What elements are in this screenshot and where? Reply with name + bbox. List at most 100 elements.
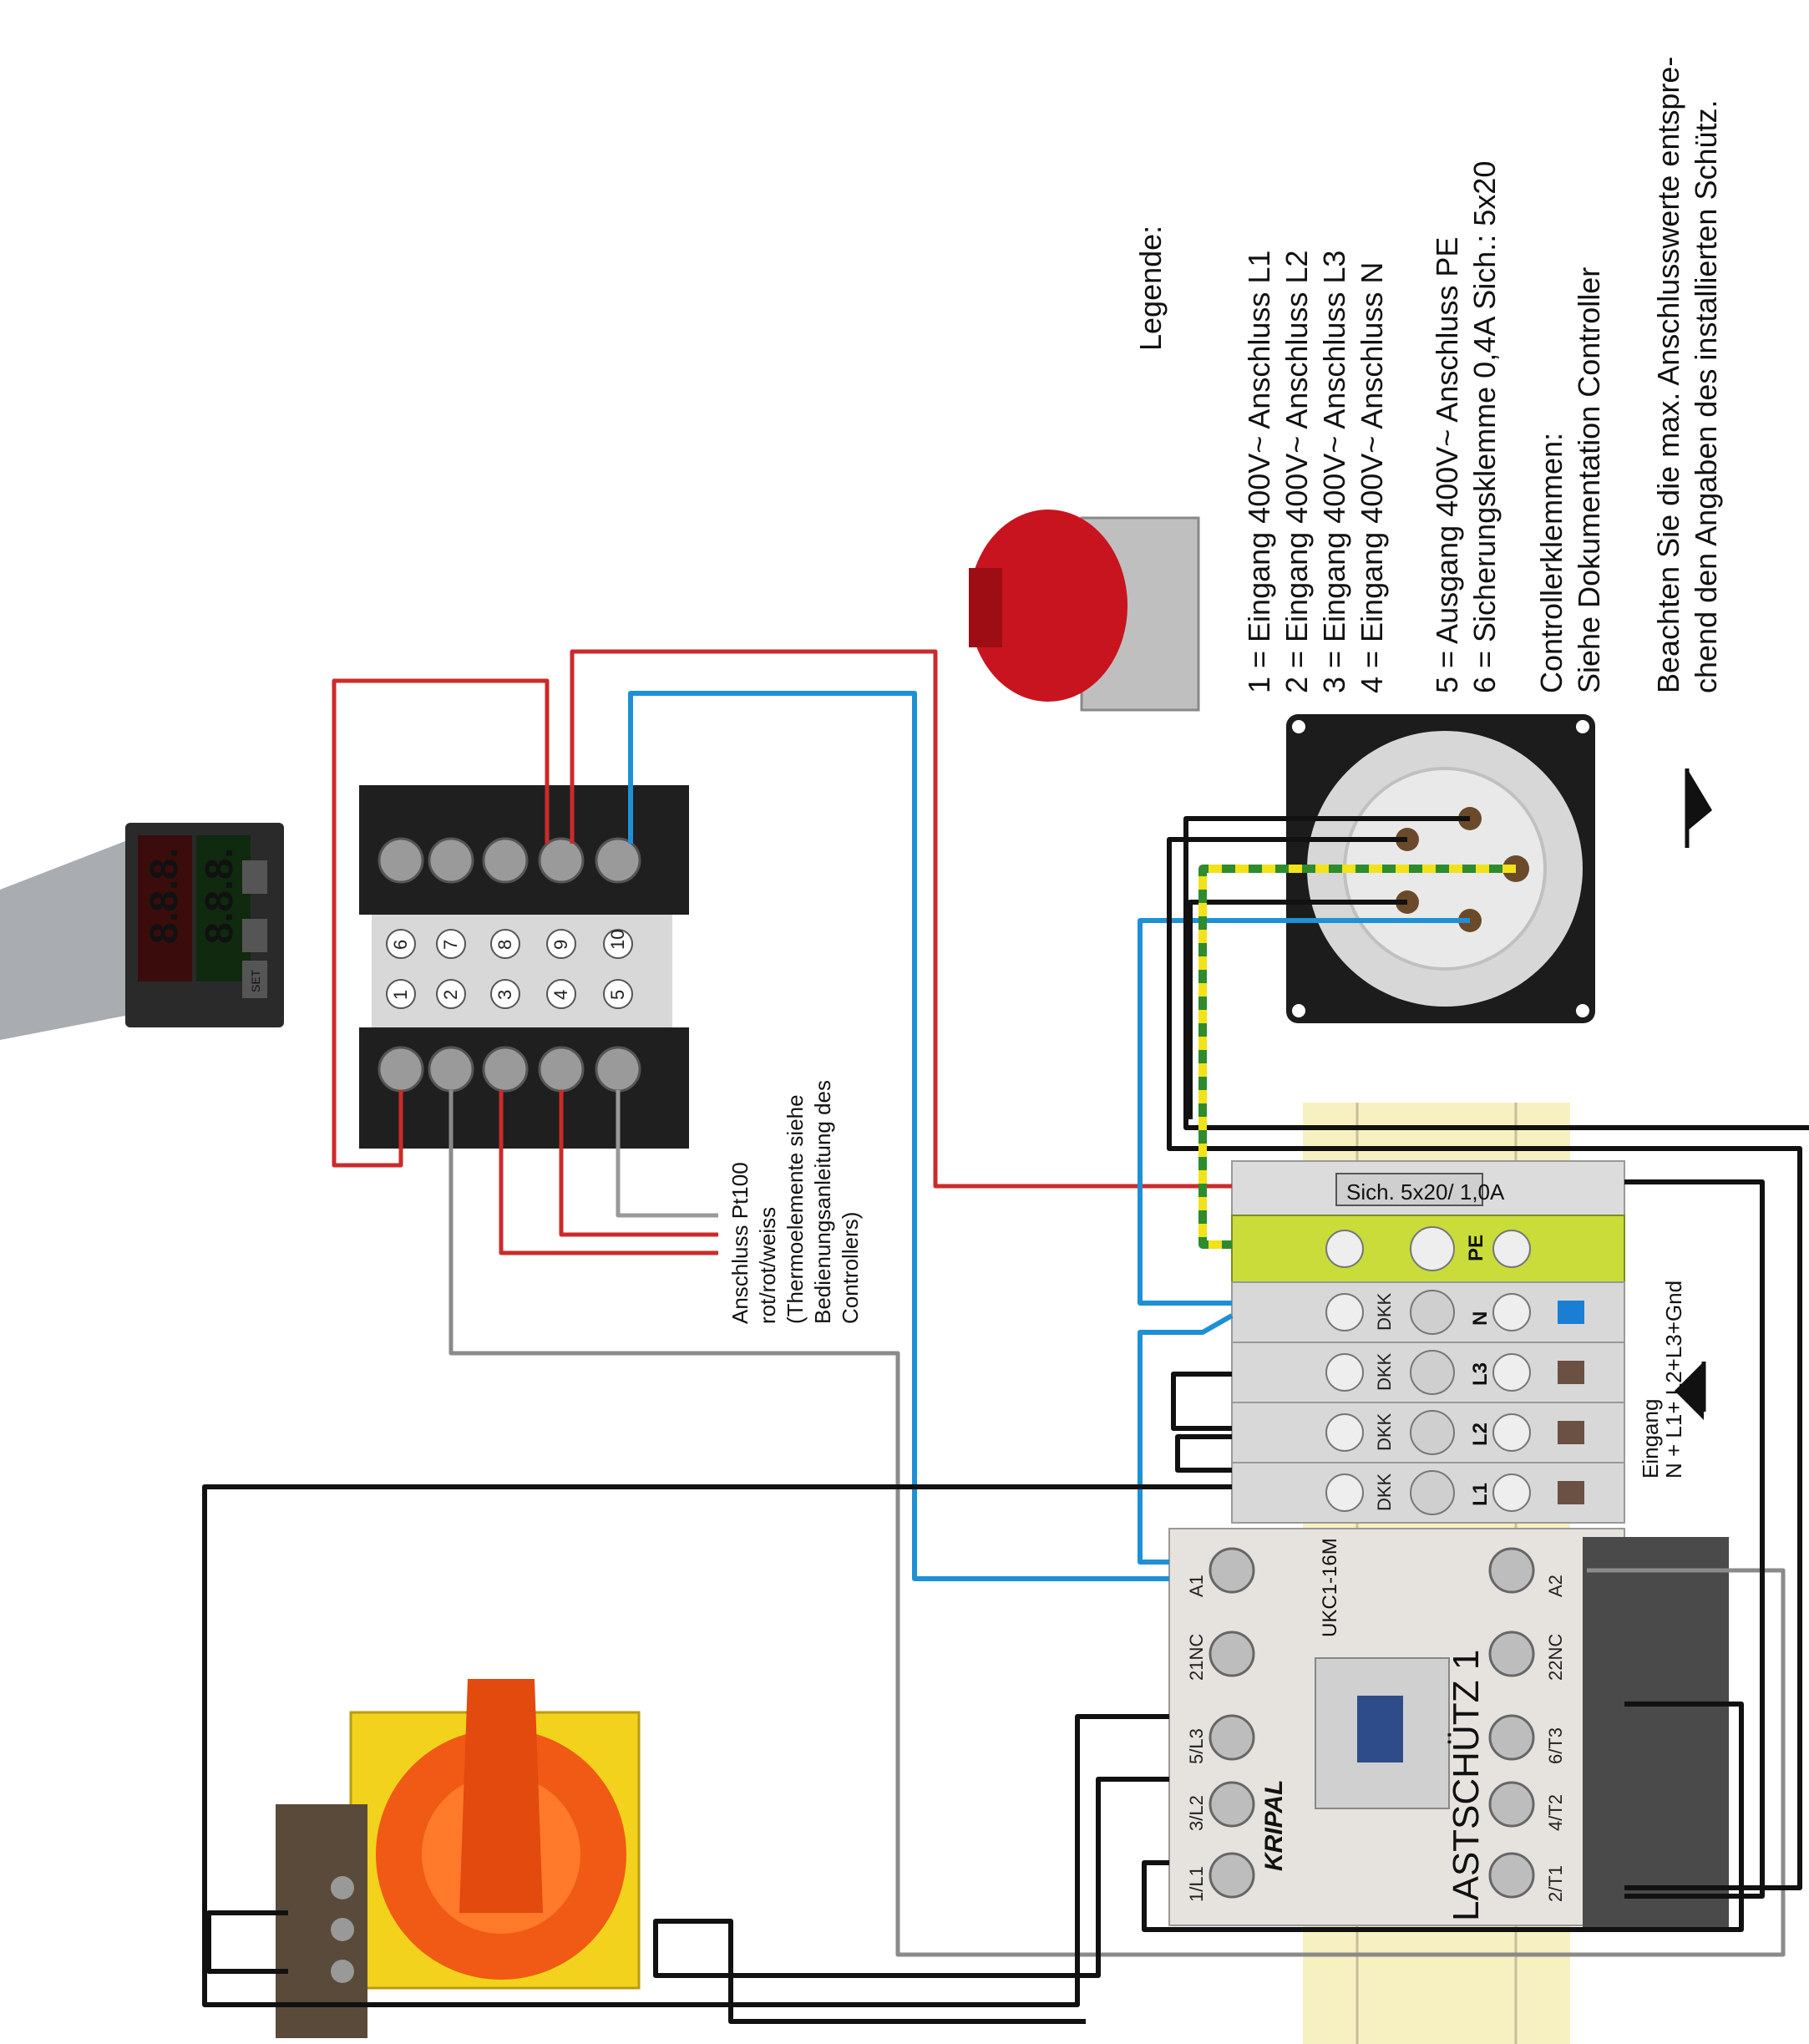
legend-title: Legende: xyxy=(1133,226,1168,351)
contactor-terminal-label: 2/T1 xyxy=(1545,1865,1566,1902)
terminal-phase-label: N xyxy=(1469,1311,1492,1326)
socket-screw xyxy=(428,1046,474,1093)
contactor-terminal-label: 5/L3 xyxy=(1186,1728,1207,1764)
contactor-terminal-label: 4/T2 xyxy=(1545,1794,1566,1831)
contactor-screw xyxy=(1488,1547,1535,1594)
socket-number: 1 xyxy=(390,990,411,1000)
contactor-brand: KRIPAL xyxy=(1260,1780,1288,1871)
socket-screw xyxy=(538,837,585,884)
terminal-phase-label: L3 xyxy=(1469,1362,1492,1386)
socket-number: 8 xyxy=(494,940,515,950)
terminal-dkk-label: DKK xyxy=(1374,1292,1395,1331)
legend-line: 1 = Eingang 400V~ Anschluss L1 xyxy=(1242,251,1276,693)
wire-pt100-red-a xyxy=(499,1090,718,1255)
wire-blue-controller xyxy=(628,691,1169,1581)
socket-number: 6 xyxy=(390,940,411,950)
pe-label: PE xyxy=(1465,1235,1487,1261)
contactor-screw xyxy=(1488,1781,1535,1828)
legend-line: Beachten Sie die max. Anschlusswerte ent… xyxy=(1651,57,1685,693)
pv-display: 8.8.8. xyxy=(142,848,185,944)
wire-blue-n-out xyxy=(1138,1313,1234,1565)
contactor-screw xyxy=(1209,1714,1255,1761)
socket-number: 5 xyxy=(607,990,628,1000)
arrow-icon-input xyxy=(1675,1362,1706,1420)
contactor-screw xyxy=(1209,1547,1255,1594)
arrow-icon-output xyxy=(1685,768,1712,848)
wire-red-2 xyxy=(570,649,1232,1189)
socket-number: 3 xyxy=(494,990,515,1000)
contactor-terminal-label: 21NC xyxy=(1186,1634,1207,1681)
socket-number: 9 xyxy=(550,940,571,950)
down-button[interactable] xyxy=(242,919,267,952)
input-label-line: Eingang xyxy=(1638,1399,1663,1478)
contactor-model: UKC1-16M xyxy=(1319,1538,1341,1637)
controller-note-line: Anschluss Pt100 xyxy=(727,1162,752,1324)
controller-note-line: Bedienungsanleitung des xyxy=(810,1080,835,1324)
terminal-phase-label: L2 xyxy=(1469,1423,1492,1446)
socket-screw xyxy=(378,837,424,884)
contactor-screw xyxy=(1488,1631,1535,1677)
contactor-terminal-label: 1/L1 xyxy=(1186,1866,1207,1902)
socket-number: 4 xyxy=(550,990,571,1000)
legend-line: 2 = Eingang 400V~ Anschluss L2 xyxy=(1279,251,1314,693)
contactor-terminal-label: 22NC xyxy=(1545,1634,1566,1681)
wires xyxy=(202,649,1809,2024)
socket-screw xyxy=(595,837,641,884)
temperature-controller: 8.8.8. 8.8.8. SET xyxy=(0,823,284,1040)
contactor-terminal-label: 6/T3 xyxy=(1545,1727,1566,1764)
terminal-color-tag xyxy=(1558,1421,1584,1444)
wire-black-bridge-2 xyxy=(1175,1434,1232,1473)
socket-number: 7 xyxy=(440,940,461,950)
set-button[interactable] xyxy=(242,961,267,998)
wire-black-l2 xyxy=(1167,837,1802,1890)
wire-black-supply xyxy=(1624,1179,1765,1899)
socket-screw xyxy=(482,1046,529,1093)
wire-black-l3 xyxy=(1188,900,1407,1119)
wire-black-main-3 xyxy=(1142,1702,1744,1932)
contactor-screw xyxy=(1209,1781,1255,1828)
wire-black-main-1 xyxy=(202,1484,1232,2007)
wire-black-main-2 xyxy=(653,1777,1169,2024)
legend-line: Controllerklemmen: xyxy=(1534,433,1568,693)
terminal-color-tag xyxy=(1558,1301,1584,1324)
wire-pe-stripe xyxy=(1198,865,1516,1249)
legend-line: 4 = Eingang 400V~ Anschluss N xyxy=(1355,262,1389,693)
terminal-color-tag xyxy=(1558,1481,1584,1504)
wire-black-bridge-1 xyxy=(1171,1372,1232,1431)
up-button[interactable] xyxy=(242,860,267,894)
contactor-screw xyxy=(1209,1852,1255,1899)
socket-number: 2 xyxy=(440,990,461,1000)
contactor-screw xyxy=(1488,1714,1535,1761)
switch-handle[interactable] xyxy=(459,1679,543,1913)
terminal-dkk-label: DKK xyxy=(1374,1473,1395,1511)
wire-pt100-white xyxy=(616,1090,718,1218)
fuse-label: Sich. 5x20/ 1,0A xyxy=(1346,1179,1505,1205)
wire-black-switch xyxy=(206,1910,288,1974)
controller-note-line: Controllers) xyxy=(838,1212,863,1324)
wire-red-1 xyxy=(332,678,550,1168)
cee-socket-cover xyxy=(969,510,1200,712)
legend-line: 5 = Ausgang 400V~ Anschluss PE xyxy=(1430,237,1464,693)
contactor-terminal-label: A2 xyxy=(1545,1575,1566,1597)
contactor-screw xyxy=(1488,1852,1535,1899)
input-label-line: N + L1+ L2+L3+Gnd xyxy=(1661,1281,1686,1478)
contactor-terminal-label: 3/L2 xyxy=(1186,1795,1207,1831)
main-switch xyxy=(276,1679,641,2038)
socket-screw xyxy=(378,1046,424,1093)
controller-note-line: rot/rot/weiss xyxy=(755,1207,780,1324)
controller-note-line: (Thermoelemente siehe xyxy=(783,1094,808,1324)
socket-screw xyxy=(482,837,529,884)
legend-line: 6 = Sicherungsklemme 0,4A Sich.: 5x20 xyxy=(1467,161,1502,693)
wire-blue-n-in xyxy=(1138,918,1470,1306)
wire-grey xyxy=(448,1090,1786,1957)
socket-number: 10 xyxy=(607,930,628,950)
contactor-screw xyxy=(1209,1631,1255,1677)
legend-line: Siehe Dokumentation Controller xyxy=(1572,267,1606,693)
terminal-dkk-label: DKK xyxy=(1374,1413,1395,1451)
legend-line: chend den Angaben des installierten Schü… xyxy=(1689,99,1723,693)
